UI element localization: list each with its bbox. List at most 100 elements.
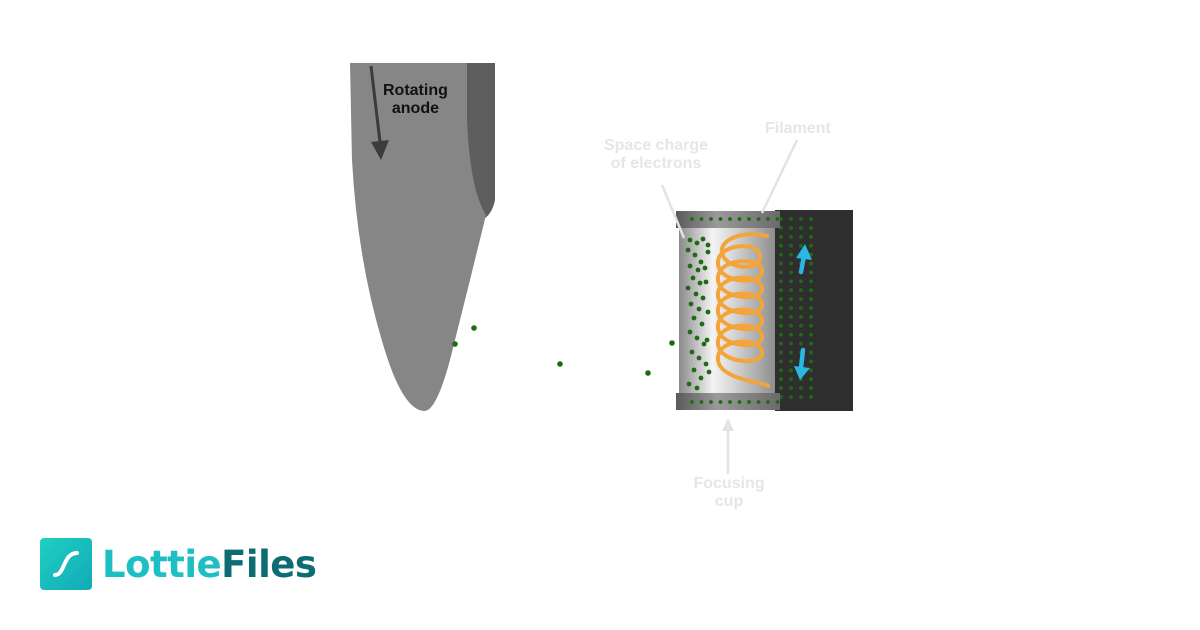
- electron: [557, 361, 563, 367]
- electron: [698, 375, 704, 381]
- electron: [779, 279, 783, 284]
- electron: [766, 217, 770, 221]
- rotating-anode-label: Rotating anode: [383, 82, 448, 117]
- electron: [690, 217, 694, 221]
- electron: [779, 368, 783, 373]
- electron: [690, 400, 694, 404]
- electron: [702, 265, 708, 271]
- electron: [669, 340, 675, 346]
- electron: [699, 321, 705, 327]
- electron: [809, 279, 813, 284]
- cathode-electrons: [779, 217, 813, 399]
- electron: [691, 315, 697, 321]
- electron: [789, 261, 793, 266]
- electron: [779, 350, 783, 355]
- focusing-cup-label: Focusing cup: [693, 475, 765, 510]
- electron: [779, 261, 783, 266]
- electron: [699, 217, 704, 221]
- electron: [694, 335, 700, 341]
- electron: [789, 217, 793, 221]
- electron: [799, 306, 803, 310]
- electron: [728, 217, 732, 221]
- electron: [809, 234, 813, 239]
- electron: [779, 377, 783, 382]
- electron: [693, 291, 699, 297]
- electron: [809, 288, 813, 293]
- electron: [789, 350, 793, 355]
- electron: [747, 217, 751, 221]
- electron: [691, 367, 697, 373]
- electron: [700, 295, 706, 301]
- electron: [809, 270, 813, 275]
- electron: [789, 377, 793, 382]
- electron: [709, 217, 713, 221]
- electron: [703, 361, 709, 367]
- rim-electrons: [690, 217, 780, 404]
- electron: [688, 301, 694, 307]
- electron: [779, 386, 783, 390]
- electron: [779, 341, 783, 346]
- electron: [694, 385, 700, 391]
- electron: [789, 386, 793, 390]
- electron: [685, 247, 691, 253]
- electron: [789, 279, 793, 284]
- electron: [709, 400, 713, 404]
- electron: [799, 323, 803, 328]
- electron: [687, 263, 693, 269]
- electron: [809, 243, 813, 248]
- rotation-arrow-icon: [369, 65, 389, 160]
- electron: [789, 297, 793, 301]
- electron: [799, 288, 803, 293]
- electron: [799, 243, 803, 248]
- space-charge-cloud: [685, 236, 712, 391]
- focusing-cup-pointer-head: [722, 418, 734, 431]
- electron: [696, 355, 702, 361]
- electron: [789, 234, 793, 239]
- electron: [809, 386, 813, 390]
- electron: [789, 270, 793, 275]
- electron: [775, 217, 780, 221]
- electron: [789, 226, 793, 230]
- electron: [779, 226, 783, 230]
- electron: [809, 377, 813, 382]
- electron: [809, 261, 813, 266]
- electron: [685, 285, 691, 291]
- electron: [704, 337, 710, 343]
- electron: [779, 323, 783, 328]
- electron: [789, 243, 793, 248]
- electron: [809, 226, 813, 230]
- electron: [799, 217, 803, 221]
- electron: [687, 329, 693, 335]
- electron: [728, 400, 732, 404]
- electron: [809, 217, 813, 221]
- electron: [799, 315, 803, 319]
- electron: [789, 395, 793, 399]
- filament-coil: [716, 232, 770, 388]
- electron: [809, 350, 813, 355]
- lottiefiles-logo[interactable]: LottieFiles: [40, 538, 317, 590]
- electron: [756, 217, 761, 221]
- electron: [706, 369, 712, 375]
- electron: [697, 280, 703, 286]
- electron: [799, 297, 803, 301]
- brand-wordmark: LottieFiles: [102, 543, 317, 586]
- electron: [703, 279, 709, 285]
- electron: [789, 359, 793, 364]
- electron: [779, 395, 783, 399]
- electron: [692, 252, 698, 258]
- electron: [645, 370, 651, 376]
- electron: [779, 315, 783, 319]
- current-down-arrow-icon: [794, 347, 810, 380]
- electron: [737, 217, 742, 221]
- electron: [705, 309, 711, 315]
- electron: [789, 306, 793, 310]
- electron: [696, 306, 702, 312]
- electron: [699, 400, 704, 404]
- electron: [809, 323, 813, 328]
- electron: [799, 386, 803, 390]
- electron: [779, 243, 783, 248]
- label-pointers: [660, 139, 799, 474]
- electron: [799, 226, 803, 230]
- electron: [789, 252, 793, 257]
- electron: [779, 332, 783, 337]
